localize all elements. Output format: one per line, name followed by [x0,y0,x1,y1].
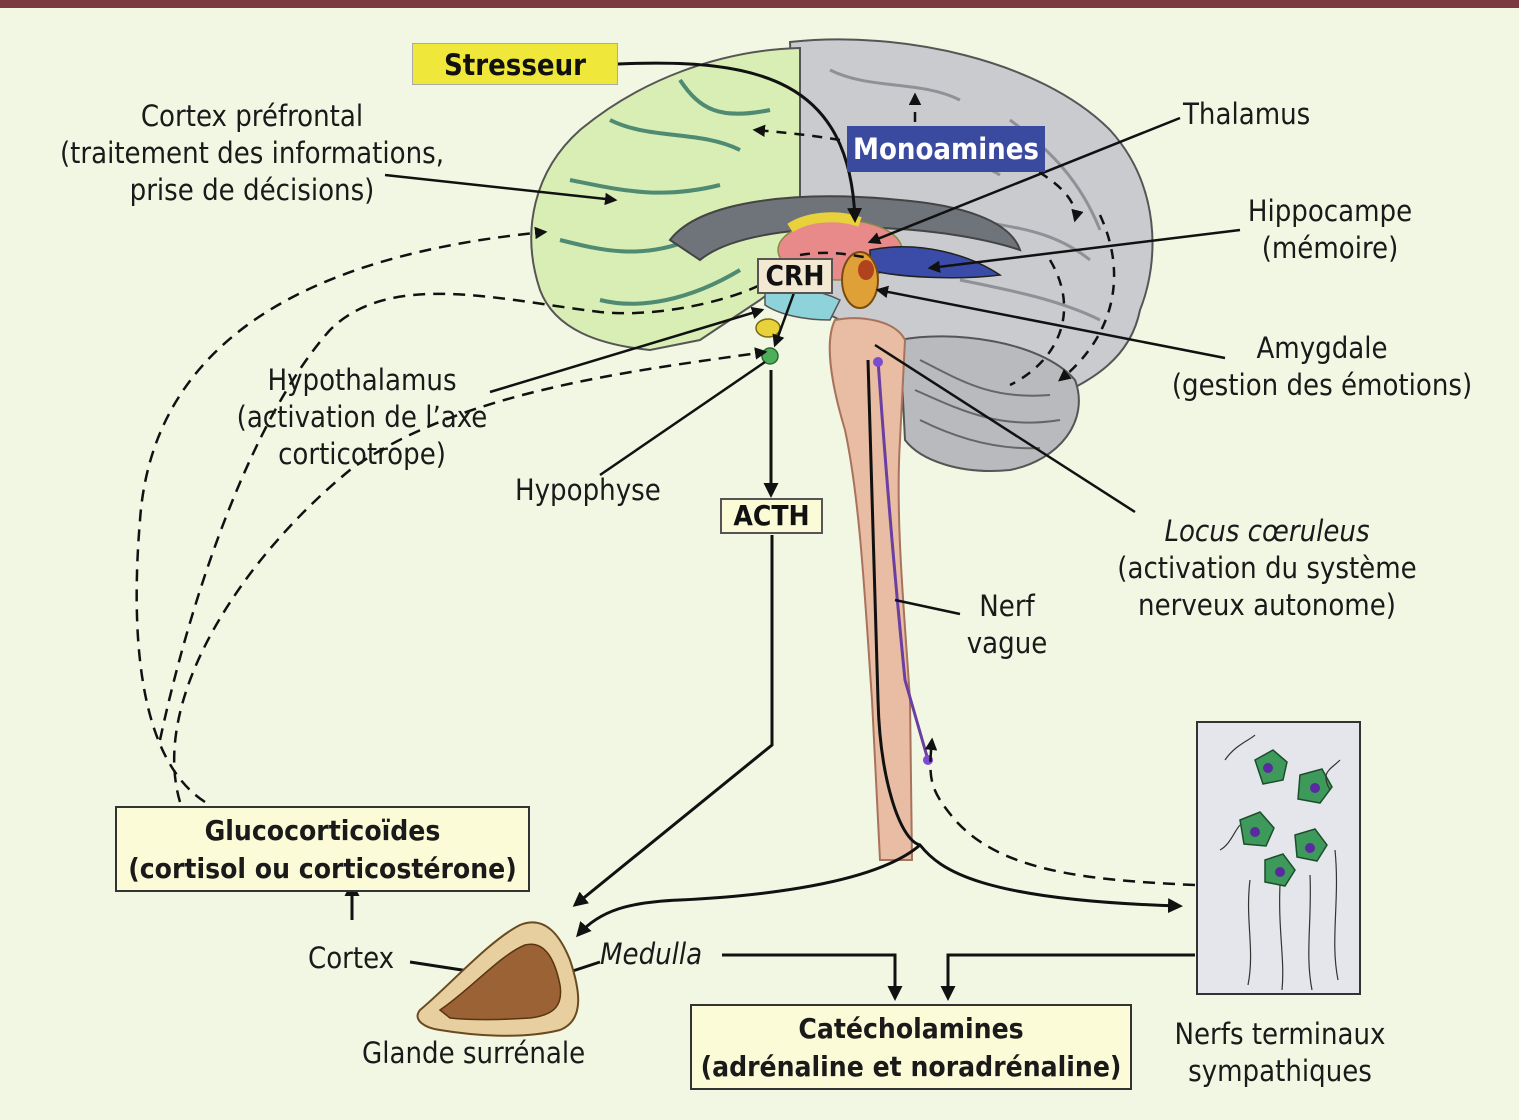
adrenal-label: Glande surrénale [362,1036,586,1070]
amygdala-desc: (gestion des émotions) [1171,368,1473,402]
sympathetic-neurons-illustration [1196,721,1361,995]
catecholamines-line1: Catécholamines [798,1012,1024,1045]
hippocampus-title: Hippocampe [1247,194,1413,228]
cortex-label: Cortex [308,941,395,975]
sympathetic-label: Nerfs terminaux sympathiques [1158,1016,1402,1090]
hypothalamus-title: Hypothalamus [267,363,457,397]
glucocorticoids-box: Glucocorticoïdes (cortisol ou corticosté… [115,806,530,892]
crh-arrow [772,289,797,348]
catecholamines-line2: (adrénaline et noradrénaline) [700,1050,1122,1083]
prefrontal-line1: (traitement des informations, [59,136,445,170]
medulla-label: Medulla [600,937,703,971]
locus-line2: nerveux autonome) [1138,588,1396,622]
sympathetic-line2: sympathiques [1188,1054,1372,1088]
amygdala-label: Amygdale (gestion des émotions) [1150,330,1494,404]
top-border [0,0,1519,8]
hypothalamus-line1: (activation de l’axe [236,400,488,434]
glucocorticoids-line2: (cortisol ou corticostérone) [128,852,517,885]
monoamines-tag: Monoamines [847,126,1045,172]
acth-adrenal-arrow [572,535,774,907]
leader-lines [384,116,1241,616]
crh-tag: CRH [757,258,833,294]
prefrontal-title: Cortex préfrontal [140,99,364,133]
locus-label: Locus cœruleus (activation du système ne… [1095,513,1439,624]
vagus-line2: vague [966,626,1048,660]
brain-illustration [530,38,1154,861]
acth-tag: ACTH [720,498,823,534]
hippocampus-label: Hippocampe (mémoire) [1230,193,1430,267]
locus-title: Locus cœruleus [1164,514,1370,548]
hypophysis-label: Hypophyse [515,473,661,507]
glucocorticoid-feedback [135,226,768,804]
hypothalamus-line2: corticotrope) [278,437,446,471]
glucocorticoids-line1: Glucocorticoïdes [204,814,441,847]
locus-line1: (activation du système [1117,551,1417,585]
vagus-line1: Nerf [979,589,1035,623]
sympathetic-feedback [924,737,1196,887]
stressor-tag: Stresseur [412,43,618,85]
hypothalamus-label: Hypothalamus (activation de l’axe cortic… [212,362,512,473]
prefrontal-line2: prise de décisions) [129,173,375,207]
adrenal-gland-illustration [416,921,580,1037]
vagus-label: Nerf vague [955,588,1059,662]
thalamus-label: Thalamus [1183,97,1311,131]
prefrontal-label: Cortex préfrontal (traitement des inform… [22,98,482,209]
catecholamines-box: Catécholamines (adrénaline et noradrénal… [690,1004,1132,1090]
amygdala-title: Amygdale [1256,331,1388,365]
hippocampus-desc: (mémoire) [1261,231,1399,265]
sympathetic-line1: Nerfs terminaux [1174,1017,1386,1051]
